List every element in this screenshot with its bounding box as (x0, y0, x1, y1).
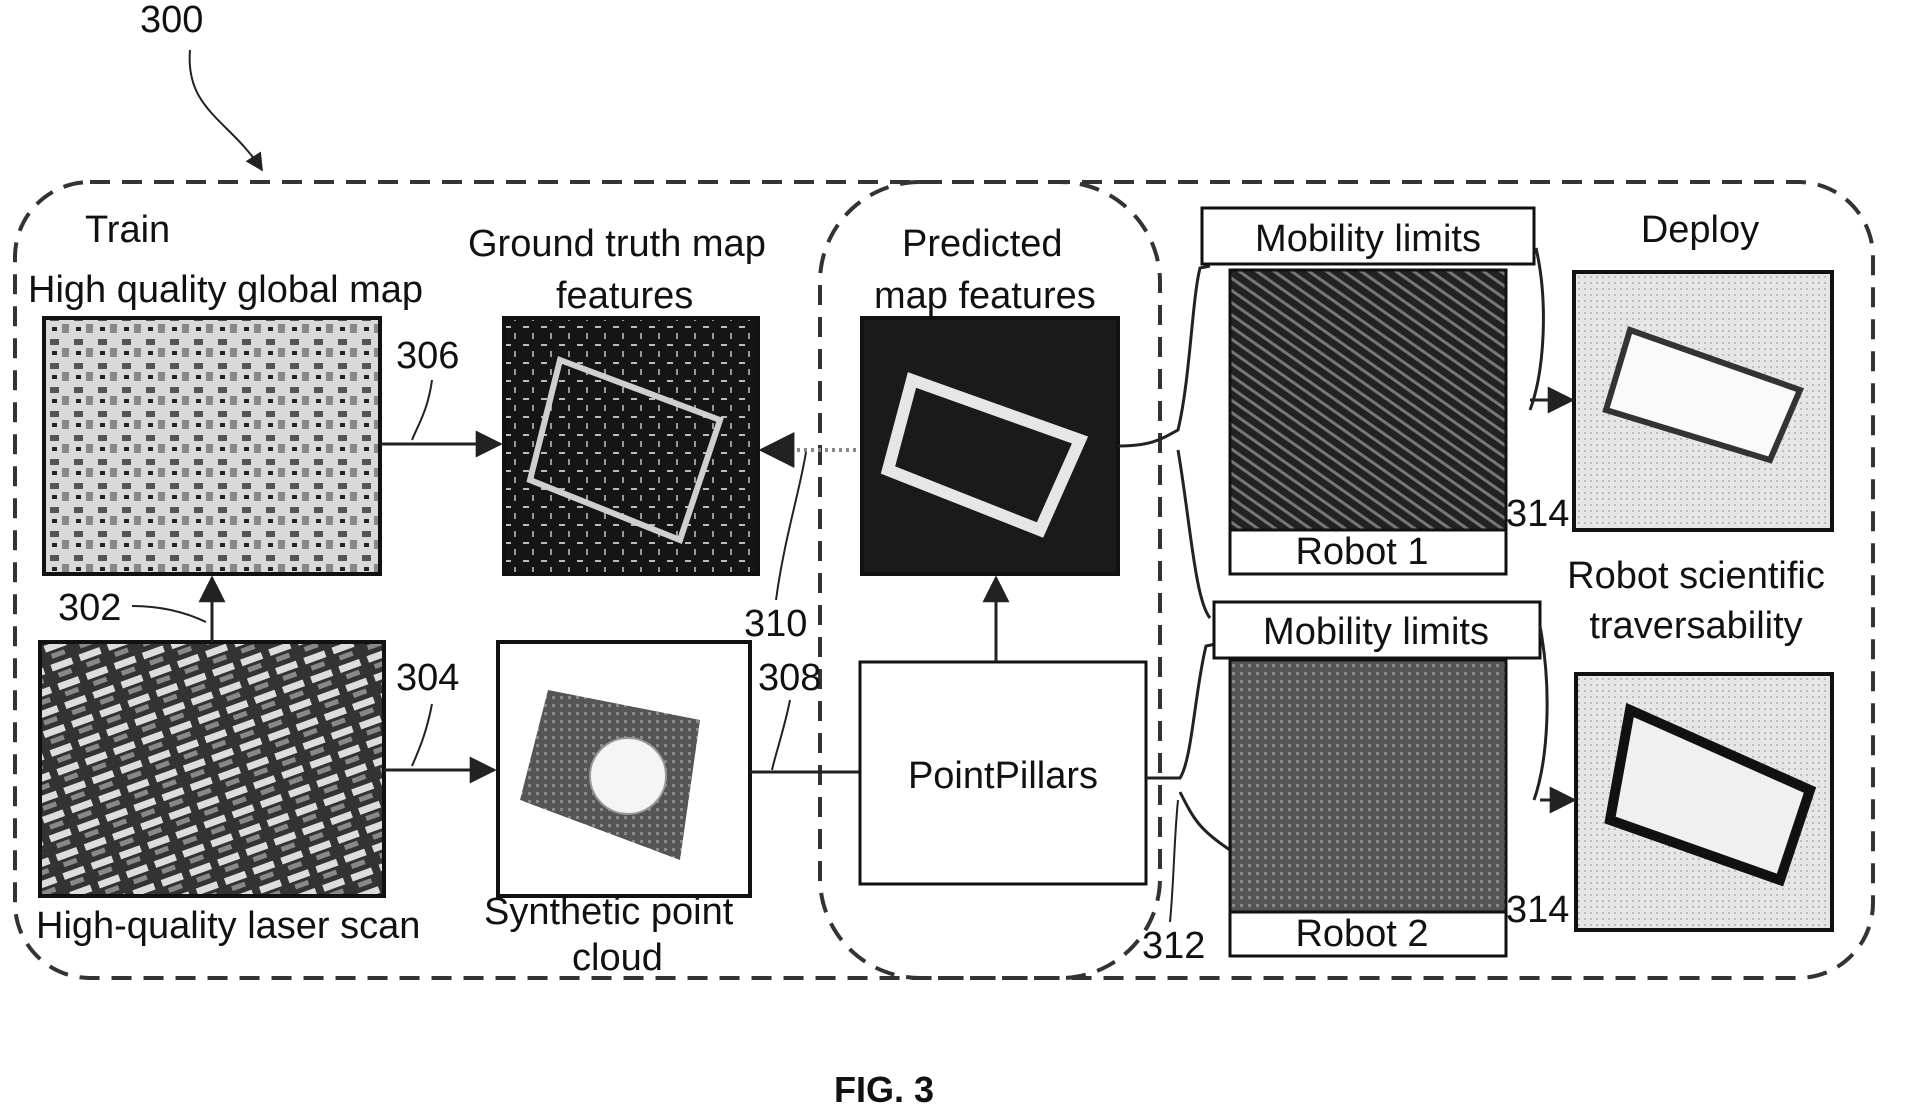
pointpillars-label: PointPillars (908, 755, 1098, 797)
brace-lower (1146, 642, 1231, 852)
gt-features-label-1: Ground truth map (468, 223, 766, 265)
global-map-label: High quality global map (28, 269, 423, 311)
ref-314-b: 314 (1506, 889, 1569, 931)
mobility-limits-1-box (1200, 206, 1536, 266)
global-map-image (42, 316, 382, 576)
deploy-image-2-shape (1604, 702, 1817, 887)
gt-features-image (502, 316, 760, 576)
brace-upper (1117, 264, 1212, 619)
laser-scan-image (38, 640, 386, 898)
arrow-314-b (1532, 625, 1549, 801)
deploy-title: Deploy (1641, 209, 1759, 251)
traversability-label-2: traversability (1589, 605, 1802, 647)
ref-300: 300 (140, 0, 203, 41)
predicted-outline (880, 372, 1089, 538)
deploy-image-1-shape (1602, 326, 1805, 464)
ref-312-leader (1169, 799, 1179, 923)
synthetic-label-2: cloud (572, 937, 663, 979)
synthetic-label-1: Synthetic point (484, 891, 734, 933)
gt-features-outline (526, 356, 724, 544)
ref-314-a: 314 (1506, 493, 1569, 535)
ref-304-leader (411, 703, 433, 767)
pointpillars-box (858, 660, 1148, 886)
arrow-314-a (1528, 247, 1570, 411)
ref-308: 308 (758, 657, 821, 699)
predicted-label-1: Predicted (902, 223, 1063, 265)
predicted-label-2: map features (874, 275, 1096, 317)
robot-1-image (1228, 268, 1508, 532)
ref-304: 304 (396, 657, 459, 699)
gt-features-label-2: features (556, 275, 693, 317)
model-boundary (818, 180, 1162, 980)
robot-1-box (1228, 528, 1508, 576)
ref-302-leader (131, 605, 207, 623)
laser-scan-label: High-quality laser scan (36, 905, 420, 947)
mobility-limits-2-label: Mobility limits (1263, 611, 1489, 653)
mobility-limits-2-box (1212, 600, 1542, 660)
robot-2-image (1228, 658, 1508, 914)
ref-306: 306 (396, 335, 459, 377)
train-title: Train (85, 209, 170, 251)
robot-1-label: Robot 1 (1295, 531, 1428, 573)
robot-2-box (1228, 910, 1508, 958)
ref-300-arrow (188, 49, 263, 172)
ref-310: 310 (744, 603, 807, 645)
synthetic-cloud-center (589, 737, 667, 815)
mobility-limits-1-label: Mobility limits (1255, 218, 1481, 260)
robot-2-label: Robot 2 (1295, 913, 1428, 955)
traversability-label-1: Robot scientific (1567, 555, 1825, 597)
ref-312: 312 (1142, 925, 1205, 967)
ref-302: 302 (58, 587, 121, 629)
ref-308-leader (771, 699, 791, 771)
figure-caption: FIG. 3 (834, 1069, 934, 1110)
ref-306-leader (411, 379, 433, 441)
ref-310-leader (775, 451, 807, 601)
